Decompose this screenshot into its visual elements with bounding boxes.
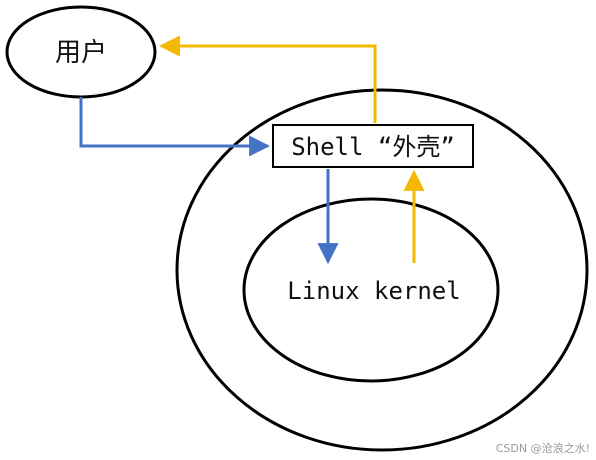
kernel-label: Linux kernel [287,277,460,305]
csdn-watermark: CSDN @沧浪之水! [496,441,590,455]
kernel-ellipse [242,197,500,383]
shell-label: Shell “外壳” [291,133,455,161]
shell-to-user-arrow [158,35,377,123]
user-to-shell-arrow [79,97,271,157]
outer-shell-ellipse [175,88,589,452]
shell-box [272,124,474,168]
user-label: 用户 [55,38,107,68]
